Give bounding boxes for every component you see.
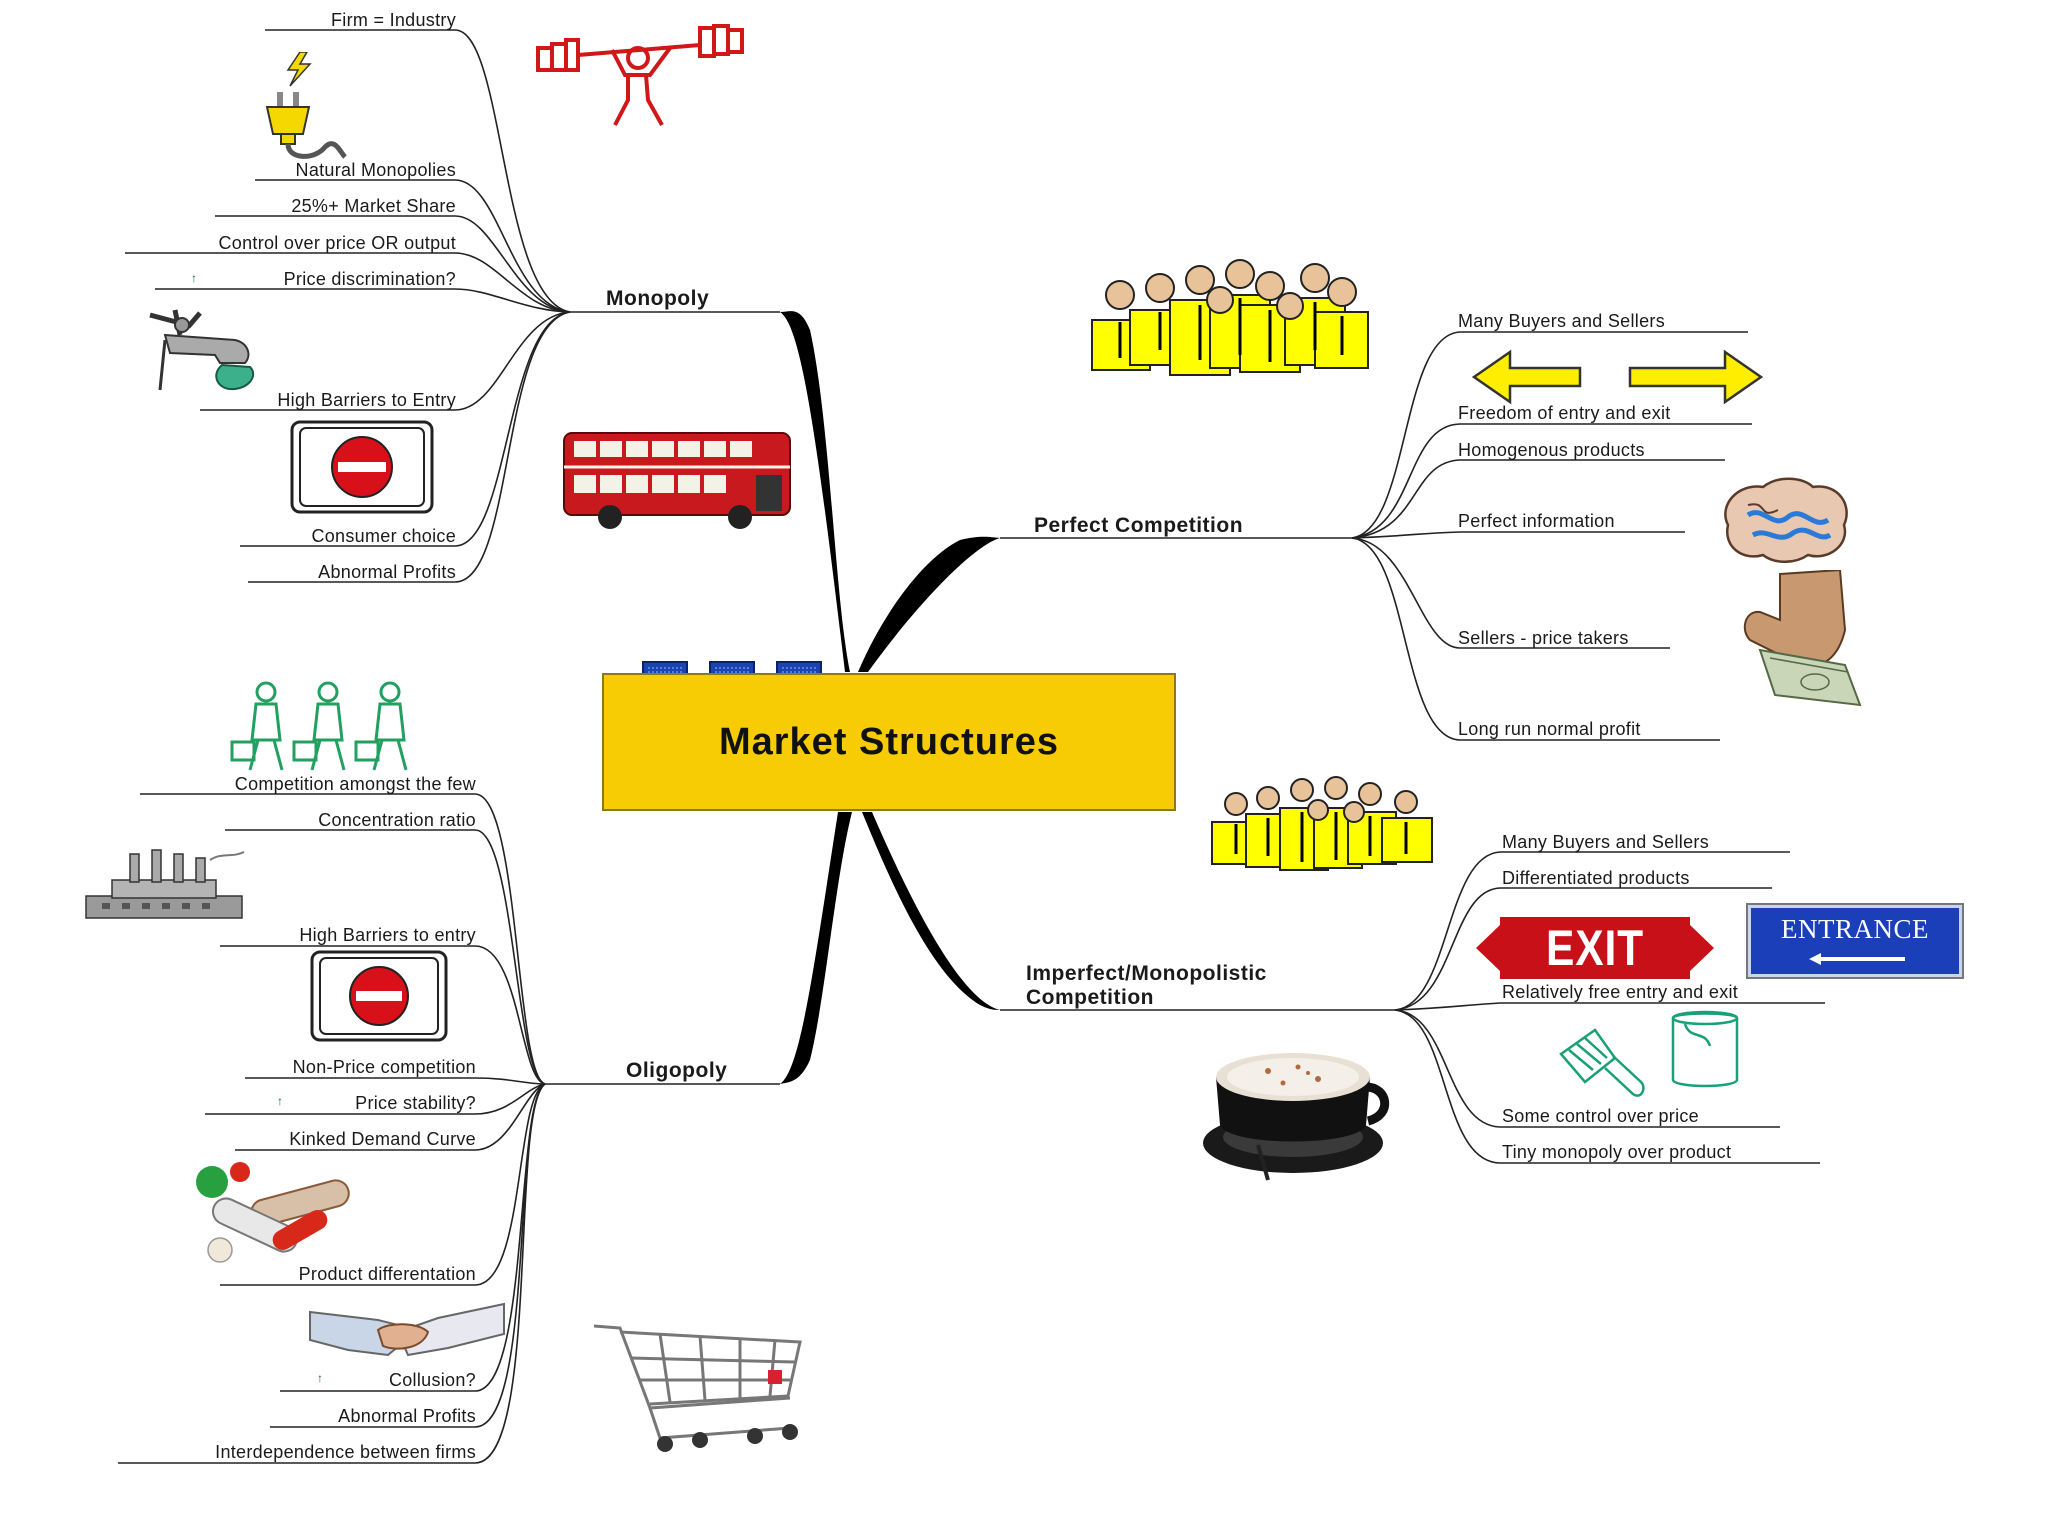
monopoly-item: High Barriers to Entry [277,390,456,410]
paintbrush-icon [1559,1010,1739,1097]
coffee-cup-icon [1203,1053,1390,1181]
brain-icon [1724,477,1848,563]
crowd-icon [1091,259,1369,376]
tap-icon [149,309,255,391]
money-hand-icon [1743,570,1862,707]
monopoly-item: Price discrimination? [283,269,456,289]
bus-icon [563,432,791,529]
perfect-competition-title[interactable]: Perfect Competition [1034,514,1244,537]
imperfect-main-branch [862,812,1000,1010]
small-arrow-icon: ↑ [277,1094,283,1108]
monopoly-item: Consumer choice [311,526,456,546]
walking-people-icon [230,681,408,771]
oligopoly-main-branch [780,812,852,1084]
plug-icon [265,52,347,159]
perfect-item: Homogenous products [1458,440,1645,460]
imperfect-item: Many Buyers and Sellers [1502,832,1709,852]
factory-icon [85,849,245,919]
oligopoly-item: Interdependence between firms [215,1442,476,1462]
exit-sign-text: EXIT [1546,920,1644,976]
imperfect-item: Relatively free entry and exit [1502,982,1739,1002]
oligopoly-item: Competition amongst the few [234,774,476,794]
small-arrow-icon: ↑ [191,271,197,285]
oligopoly-item: High Barriers to entry [299,925,476,945]
no-entry-icon [290,420,434,514]
imperfect-item: Some control over price [1502,1106,1699,1126]
oligopoly-item: Kinked Demand Curve [289,1129,476,1149]
central-title: Market Structures [718,720,1060,763]
monopoly-item: 25%+ Market Share [291,196,456,216]
imperfect-item: Tiny monopoly over product [1502,1142,1732,1162]
monopoly-title[interactable]: Monopoly [606,287,710,310]
perfect-item: Many Buyers and Sellers [1458,311,1665,331]
imperfect-item: Differentiated products [1502,868,1690,888]
imperfect-title-line2: Competition [1026,986,1154,1009]
small-arrow-icon: ↑ [317,1371,323,1385]
pills-icon [196,1162,350,1263]
monopoly-item: Firm = Industry [330,10,456,30]
oligopoly-item: Abnormal Profits [338,1406,476,1426]
arrows-icon [1471,349,1764,405]
monopoly-item: Natural Monopolies [295,160,456,180]
weightlifter-icon [536,24,744,126]
shopping-cart-icon [593,1324,802,1452]
exit-sign-icon: EXIT [1476,915,1714,981]
oligopoly-item: Product differentation [298,1264,476,1284]
perfect-item: Sellers - price takers [1458,628,1629,648]
imperfect-competition-title[interactable]: Imperfect/Monopolistic Competition [1026,962,1267,1010]
imperfect-title-line1: Imperfect/Monopolistic [1026,962,1267,985]
entrance-sign-text: ENTRANCE [1781,914,1929,944]
crowd-icon [1211,776,1433,871]
perfect-item: Freedom of entry and exit [1458,403,1671,423]
perfect-item: Perfect information [1458,511,1615,531]
oligopoly-item: Non-Price competition [292,1057,476,1077]
oligopoly-item: Price stability? [355,1093,476,1113]
perfect-item: Long run normal profit [1458,719,1641,739]
perfect-main-branch [858,536,1000,672]
handshake-icon [309,1302,505,1357]
central-node[interactable]: Market Structures [602,673,1176,811]
entrance-sign-icon: ENTRANCE [1748,905,1962,977]
monopoly-main-branch [780,311,850,672]
no-entry-icon [310,950,448,1042]
oligopoly-item: Collusion? [388,1370,476,1390]
monopoly-item: Control over price OR output [218,233,456,253]
oligopoly-title[interactable]: Oligopoly [626,1059,728,1082]
monopoly-item: Abnormal Profits [318,562,456,582]
oligopoly-item: Concentration ratio [318,810,476,830]
